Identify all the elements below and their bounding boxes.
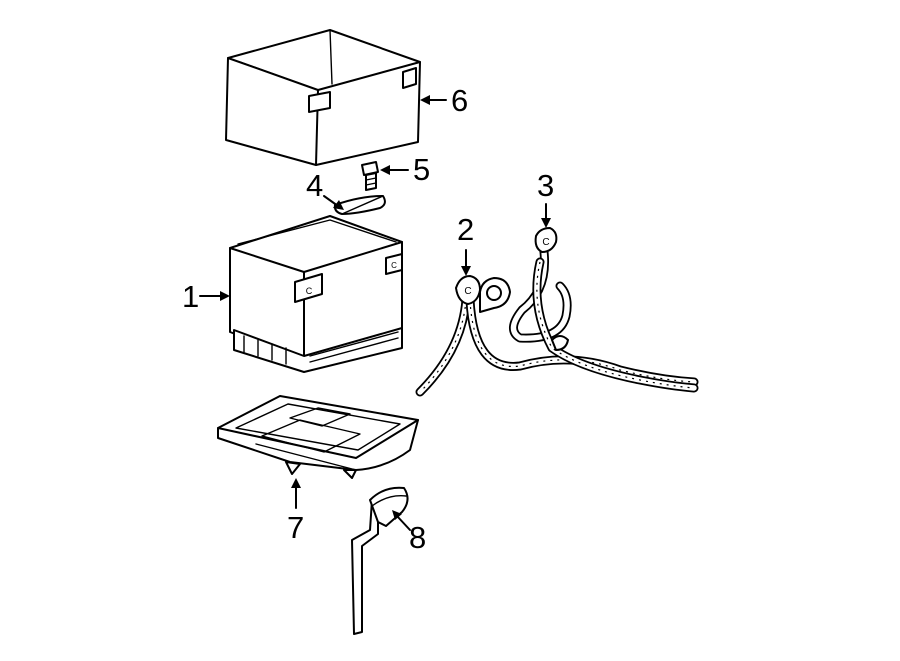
battery: C C <box>229 215 403 373</box>
svg-text:2: 2 <box>457 212 474 247</box>
callout-7: 7 <box>287 478 304 545</box>
battery-insulator-box <box>225 29 421 166</box>
box-tab-front <box>308 91 331 113</box>
svg-text:C: C <box>464 286 471 297</box>
svg-text:6: 6 <box>451 83 468 118</box>
hold-down-rod <box>351 486 409 635</box>
battery-terminal-rear: C <box>385 253 403 275</box>
callout-3: 3 <box>537 168 554 228</box>
battery-terminal-front: C <box>294 273 323 303</box>
cable-terminal-3: C <box>534 227 558 253</box>
callout-8: 8 <box>392 510 426 555</box>
svg-text:7: 7 <box>287 510 304 545</box>
hold-down-bolt <box>361 161 379 191</box>
positive-cable: C <box>509 227 699 393</box>
svg-text:5: 5 <box>413 152 430 187</box>
hold-down-wedge <box>333 195 386 215</box>
callout-5: 5 <box>380 152 430 187</box>
svg-text:4: 4 <box>306 168 323 203</box>
cable-terminal-2: C <box>455 275 481 305</box>
svg-text:8: 8 <box>409 520 426 555</box>
callout-6: 6 <box>420 83 468 118</box>
box-tab-side <box>402 67 417 89</box>
svg-text:C: C <box>542 237 549 248</box>
battery-tray <box>217 395 419 479</box>
svg-text:1: 1 <box>182 279 199 314</box>
callout-4: 4 <box>306 168 344 210</box>
svg-text:3: 3 <box>537 168 554 203</box>
svg-text:C: C <box>391 261 397 270</box>
negative-cable: C <box>415 275 699 397</box>
callout-1: 1 <box>182 279 230 314</box>
svg-text:C: C <box>306 286 313 296</box>
callout-2: 2 <box>457 212 474 276</box>
